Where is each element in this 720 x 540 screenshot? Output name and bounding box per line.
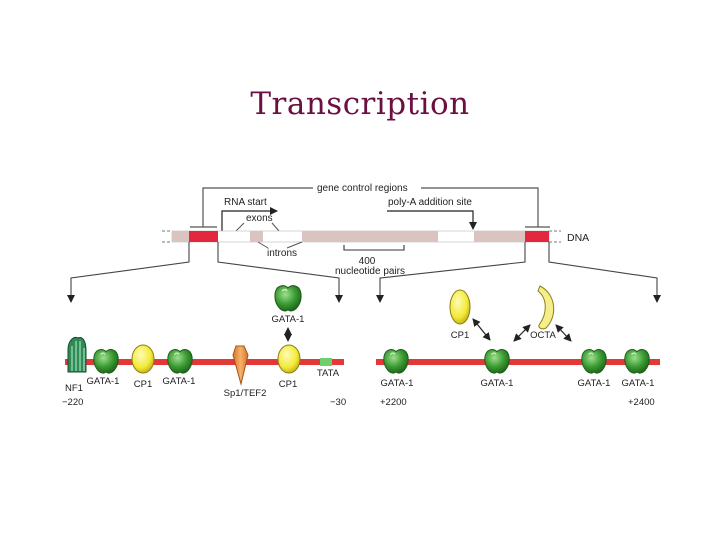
gata-label-4: GATA-1 bbox=[481, 378, 514, 389]
expand-left-a bbox=[67, 242, 190, 303]
floating-gata-label: GATA-1 bbox=[272, 314, 305, 325]
nf1-label: NF1 bbox=[65, 383, 83, 394]
sp1-icon bbox=[232, 345, 249, 386]
exon-3 bbox=[302, 231, 438, 242]
introns-label: introns bbox=[267, 248, 297, 259]
gata-label-5: GATA-1 bbox=[578, 378, 611, 389]
scale-bar bbox=[343, 245, 405, 251]
scale-unit: nucleotide pairs bbox=[335, 266, 405, 277]
gata-label-3: GATA-1 bbox=[381, 378, 414, 389]
expand-right-a bbox=[376, 242, 526, 303]
gata-icon-5 bbox=[581, 348, 607, 374]
gata-icon-6 bbox=[624, 348, 650, 374]
scale-number: 400 bbox=[359, 256, 376, 267]
gata-label-6: GATA-1 bbox=[622, 378, 655, 389]
left-control-region: GATA-1 NF1 GATA-1 CP1 GATA-1 Sp1/TEF2 CP… bbox=[62, 285, 346, 408]
floating-octa-icon bbox=[537, 285, 555, 330]
expand-right-b bbox=[548, 242, 661, 303]
tata-box bbox=[320, 358, 332, 366]
right-end-pos: +2400 bbox=[628, 397, 655, 408]
gata-icon-3 bbox=[383, 348, 409, 374]
poly-a-arrow bbox=[387, 210, 477, 230]
gene-control-label: gene control regions bbox=[317, 183, 408, 194]
control-region-left bbox=[189, 231, 218, 242]
gene-control-bracket bbox=[202, 187, 539, 227]
gata-icon-2 bbox=[167, 348, 193, 374]
floating-cp1-label: CP1 bbox=[451, 330, 469, 341]
right-control-region: CP1 OCTA GATA-1 GATA-1 GATA-1 GATA-1 +22… bbox=[376, 285, 660, 408]
exon-4 bbox=[474, 231, 525, 242]
gata-icon-4 bbox=[484, 348, 510, 374]
control-region-right bbox=[525, 231, 549, 242]
exons-label: exons bbox=[246, 213, 273, 224]
expand-left-b bbox=[217, 242, 343, 303]
rna-start-label: RNA start bbox=[224, 197, 267, 208]
gata-label-1: GATA-1 bbox=[87, 376, 120, 387]
nf1-icon bbox=[67, 337, 87, 373]
gata-label-2: GATA-1 bbox=[163, 376, 196, 387]
gene-map: gene control regions RNA start exons pol… bbox=[67, 183, 661, 303]
left-end-pos: −30 bbox=[330, 397, 346, 408]
right-start-pos: +2200 bbox=[380, 397, 407, 408]
floating-cp1-icon bbox=[449, 289, 471, 325]
dna-label: DNA bbox=[567, 232, 589, 244]
cp1-label-2: CP1 bbox=[279, 379, 297, 390]
poly-a-label: poly-A addition site bbox=[388, 197, 472, 208]
tata-label: TATA bbox=[317, 368, 340, 379]
cp1-icon-1 bbox=[131, 344, 155, 374]
floating-gata-icon bbox=[274, 285, 302, 312]
cp1-icon-2 bbox=[277, 344, 301, 374]
exon-2 bbox=[250, 231, 263, 242]
cp1-label-1: CP1 bbox=[134, 379, 152, 390]
sp1-label: Sp1/TEF2 bbox=[224, 388, 267, 399]
left-start-pos: −220 bbox=[62, 397, 83, 408]
page-title: Transcription bbox=[250, 86, 470, 122]
floating-octa-label: OCTA bbox=[530, 330, 556, 341]
exon-1 bbox=[172, 231, 189, 242]
rna-start-arrow bbox=[221, 207, 278, 231]
gata-icon-1 bbox=[93, 348, 119, 374]
